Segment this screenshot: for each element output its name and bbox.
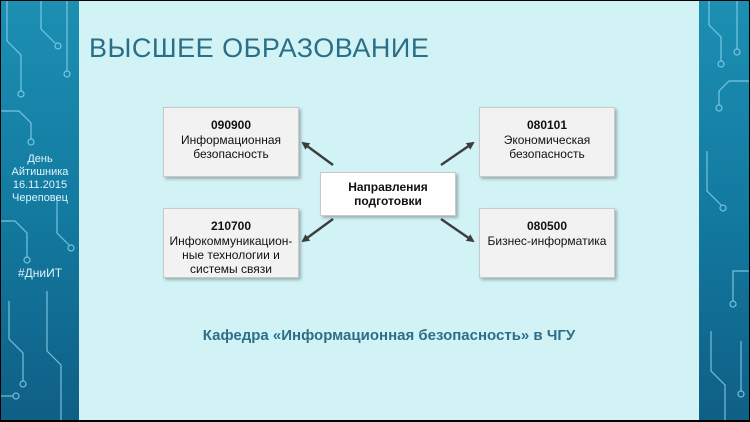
program-code: 080500 [526, 219, 568, 233]
program-box-080101: 080101 Экономическая безопасность [479, 107, 615, 177]
program-name-line: Инфокоммуникацион- [169, 234, 293, 248]
program-name-line: безопасность [193, 147, 269, 161]
program-box-090900: 090900 Информационная безопасность [163, 107, 299, 177]
left-circuit-decoration [1, 1, 75, 420]
program-code: 080101 [526, 118, 568, 132]
department-caption: Кафедра «Информационная безопасность» в … [202, 327, 576, 344]
program-name-line: системы связи [190, 262, 272, 276]
program-name-line: Информационная [180, 133, 282, 147]
slide-title: ВЫСШЕЕ ОБРАЗОВАНИЕ [89, 33, 430, 63]
program-box-210700: 210700 Инфокоммуникацион- ные технологии… [163, 208, 299, 278]
program-code: 210700 [210, 219, 252, 233]
program-name-line: Экономическая [503, 133, 591, 147]
event-hashtag: #ДниИТ [17, 266, 63, 280]
diagram-arrows [301, 141, 475, 243]
arrow-to-080101 [440, 141, 475, 166]
center-node-line: Направления [348, 180, 428, 194]
program-code: 090900 [210, 118, 252, 132]
right-circuit-decoration [706, 1, 749, 420]
program-name-line: Бизнес-информатика [487, 234, 607, 248]
event-info: День Айтишника 16.11.2015 Череповец [1, 153, 79, 205]
arrow-to-210700 [301, 218, 334, 243]
program-name-line: безопасность [509, 147, 585, 161]
content-area: ВЫСШЕЕ ОБРАЗОВАНИЕ Направления подготовк… [79, 1, 699, 420]
arrow-to-080500 [440, 218, 475, 243]
event-info-line: 16.11.2015 [12, 179, 68, 191]
center-node-line: подготовки [354, 194, 422, 208]
center-node: Направления подготовки [320, 172, 456, 216]
event-info-line: Айтишника [11, 166, 69, 178]
program-name-line: ные технологии и [182, 248, 280, 262]
event-info-line: Череповец [12, 192, 68, 204]
event-info-line: День [27, 153, 53, 165]
program-box-080500: 080500 Бизнес-информатика [479, 208, 615, 278]
arrow-to-090900 [301, 141, 334, 166]
